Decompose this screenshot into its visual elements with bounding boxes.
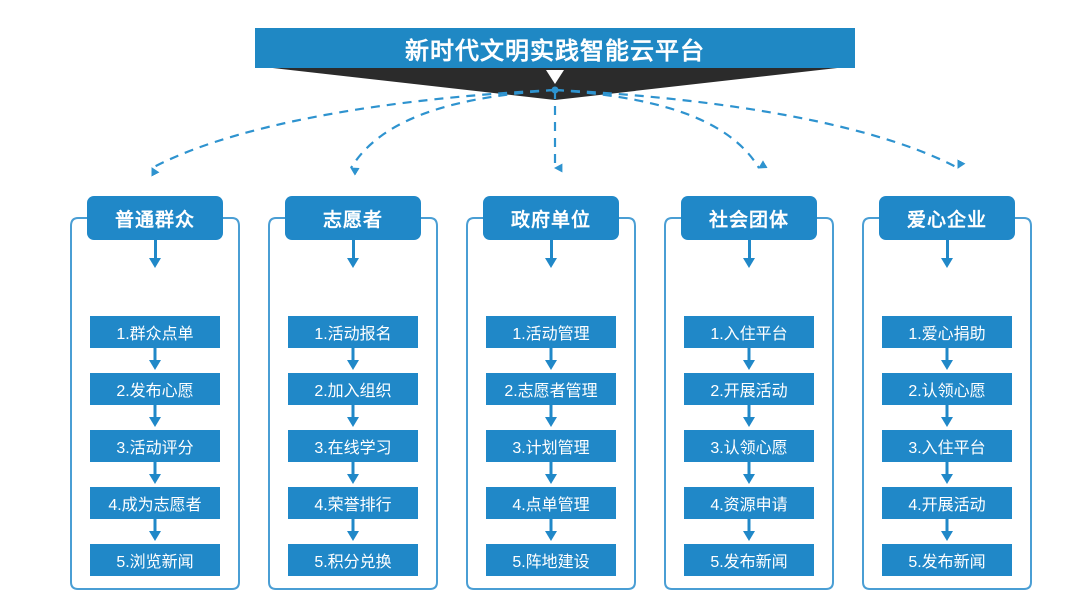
- flow-arrow-down-icon: [149, 462, 161, 484]
- flow-arrow-down-icon: [149, 405, 161, 427]
- platform-title-banner: 新时代文明实践智能云平台: [255, 28, 855, 100]
- item-charity-enterprise-4[interactable]: 4.开展活动: [882, 487, 1012, 519]
- flow-arrow-down-icon: [941, 405, 953, 427]
- item-charity-enterprise-3[interactable]: 3.入住平台: [882, 430, 1012, 462]
- header-connector-arrowhead: [941, 258, 953, 268]
- page-title: 新时代文明实践智能云平台: [255, 28, 855, 68]
- column-frame: [664, 217, 834, 590]
- item-government-unit-4[interactable]: 4.点单管理: [486, 487, 616, 519]
- more-dot: [944, 544, 950, 550]
- connector-to-volunteer: [350, 88, 556, 176]
- column-frame: [70, 217, 240, 590]
- more-indicator: [466, 544, 636, 550]
- item-government-unit-3[interactable]: 3.计划管理: [486, 430, 616, 462]
- item-government-unit-5[interactable]: 5.阵地建设: [486, 544, 616, 576]
- flow-arrow-down-icon: [545, 462, 557, 484]
- column-header-label: 普通群众: [114, 209, 195, 231]
- item-government-unit-1[interactable]: 1.活动管理: [486, 316, 616, 348]
- flow-arrow-down-icon: [545, 348, 557, 370]
- more-dot: [137, 544, 143, 550]
- column-header-label: 社会团体: [708, 209, 789, 231]
- header-connector-stem: [351, 240, 355, 260]
- flow-arrow-down-icon: [347, 462, 359, 484]
- flow-arrow-down-icon: [347, 348, 359, 370]
- flow-arrow-down-icon: [941, 519, 953, 541]
- column-header-label: 志愿者: [322, 209, 383, 231]
- more-indicator: [268, 544, 438, 550]
- persona-column-volunteer: 志愿者 1.活动报名 2.加入组织 3.在线学习 4.荣誉排行 5.积分兑换: [268, 196, 438, 590]
- item-ordinary-public-2[interactable]: 2.发布心愿: [90, 373, 220, 405]
- item-volunteer-3[interactable]: 3.在线学习: [288, 430, 418, 462]
- more-dot: [152, 544, 158, 550]
- more-dot: [548, 544, 554, 550]
- column-frame: [268, 217, 438, 590]
- more-dot: [167, 544, 173, 550]
- flow-arrow-down-icon: [545, 405, 557, 427]
- item-ordinary-public-1[interactable]: 1.群众点单: [90, 316, 220, 348]
- column-header-charity-enterprise[interactable]: 爱心企业: [879, 196, 1015, 240]
- flow-arrow-down-icon: [941, 348, 953, 370]
- more-indicator: [70, 544, 240, 550]
- header-connector-arrowhead: [149, 258, 161, 268]
- header-connector-arrowhead: [347, 258, 359, 268]
- header-connector-arrowhead: [743, 258, 755, 268]
- flow-arrow-down-icon: [941, 462, 953, 484]
- more-dot: [563, 544, 569, 550]
- more-dot: [533, 544, 539, 550]
- flow-arrow-down-icon: [149, 519, 161, 541]
- item-social-group-3[interactable]: 3.认领心愿: [684, 430, 814, 462]
- persona-column-government-unit: 政府单位 1.活动管理 2.志愿者管理 3.计划管理 4.点单管理 5.阵地建设: [466, 196, 636, 590]
- more-indicator: [664, 544, 834, 550]
- item-volunteer-1[interactable]: 1.活动报名: [288, 316, 418, 348]
- column-header-government-unit[interactable]: 政府单位: [483, 196, 619, 240]
- column-header-social-group[interactable]: 社会团体: [681, 196, 817, 240]
- flow-arrow-down-icon: [545, 519, 557, 541]
- flow-arrow-down-icon: [743, 405, 755, 427]
- item-social-group-4[interactable]: 4.资源申请: [684, 487, 814, 519]
- flow-arrow-down-icon: [347, 519, 359, 541]
- item-volunteer-2[interactable]: 2.加入组织: [288, 373, 418, 405]
- header-connector-stem: [747, 240, 751, 260]
- flow-arrow-down-icon: [743, 519, 755, 541]
- column-frame: [862, 217, 1032, 590]
- flow-arrow-down-icon: [149, 348, 161, 370]
- item-charity-enterprise-1[interactable]: 1.爱心捐助: [882, 316, 1012, 348]
- connector-to-ordinary-public: [151, 88, 556, 177]
- more-dot: [959, 544, 965, 550]
- more-indicator: [862, 544, 1032, 550]
- item-ordinary-public-4[interactable]: 4.成为志愿者: [90, 487, 220, 519]
- column-frame: [466, 217, 636, 590]
- connector-to-social-group: [554, 88, 768, 169]
- item-charity-enterprise-2[interactable]: 2.认领心愿: [882, 373, 1012, 405]
- header-connector-stem: [549, 240, 553, 260]
- column-header-ordinary-public[interactable]: 普通群众: [87, 196, 223, 240]
- more-dot: [746, 544, 752, 550]
- column-header-label: 爱心企业: [906, 209, 987, 231]
- item-government-unit-2[interactable]: 2.志愿者管理: [486, 373, 616, 405]
- item-social-group-1[interactable]: 1.入住平台: [684, 316, 814, 348]
- more-dot: [350, 544, 356, 550]
- more-dot: [365, 544, 371, 550]
- item-social-group-2[interactable]: 2.开展活动: [684, 373, 814, 405]
- more-dot: [335, 544, 341, 550]
- flow-arrow-down-icon: [743, 348, 755, 370]
- item-ordinary-public-3[interactable]: 3.活动评分: [90, 430, 220, 462]
- header-connector-arrowhead: [545, 258, 557, 268]
- more-dot: [929, 544, 935, 550]
- more-dot: [761, 544, 767, 550]
- flow-arrow-down-icon: [743, 462, 755, 484]
- header-connector-stem: [153, 240, 157, 260]
- column-header-label: 政府单位: [510, 209, 591, 231]
- column-header-volunteer[interactable]: 志愿者: [285, 196, 421, 240]
- header-connector-stem: [945, 240, 949, 260]
- flow-arrow-down-icon: [347, 405, 359, 427]
- item-volunteer-5[interactable]: 5.积分兑换: [288, 544, 418, 576]
- item-volunteer-4[interactable]: 4.荣誉排行: [288, 487, 418, 519]
- chevron-down-icon: [546, 70, 564, 84]
- more-dot: [731, 544, 737, 550]
- connector-to-charity-enterprise: [554, 88, 966, 169]
